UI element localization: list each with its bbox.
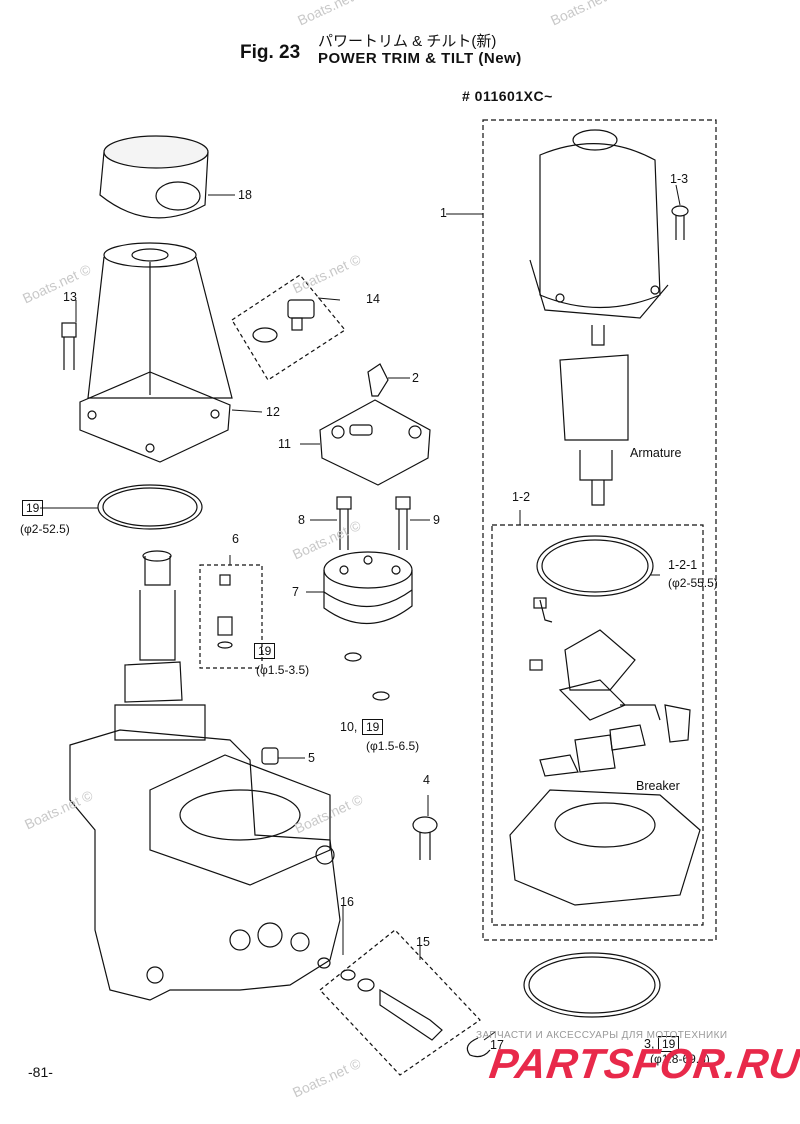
oring-19-top (97, 484, 203, 530)
brush-holder-base (509, 789, 701, 906)
promo-brand-logo: PARTSFOR.RU (486, 1040, 800, 1087)
part-18-cylinder (99, 135, 209, 219)
part-12-reservoir (79, 242, 233, 463)
serial-number: # 011601XC~ (462, 88, 553, 104)
callout-8: 8 (298, 513, 305, 527)
part-14-plug (231, 274, 346, 381)
callout-1: 1 (440, 206, 447, 220)
spec-oring-pump: (φ1.5-6.5) (366, 739, 420, 753)
spec-oring-bottom: (φ1.8-69.6) (650, 1052, 710, 1066)
callout-13: 13 (63, 290, 77, 304)
spec-oring-valve: (φ1.5-3.5) (256, 663, 310, 677)
callout-1-2: 1-2 (512, 490, 531, 504)
part-2 (367, 363, 389, 397)
ref-19-bottom: 19 (658, 1036, 680, 1052)
oring-3 (523, 952, 661, 1018)
callout-2: 2 (412, 371, 419, 385)
title-japanese: パワートリム & チルト(新) (318, 33, 497, 50)
callout-5: 5 (308, 751, 315, 765)
callout-7: 7 (292, 585, 299, 599)
part-4-screw (412, 816, 438, 860)
oring-1-2-1 (536, 535, 654, 597)
callout-6: 6 (232, 532, 239, 546)
figure-number: Fig. 23 (240, 42, 301, 63)
part-5-plug (261, 747, 279, 765)
part-15-valve (319, 929, 481, 1076)
leader-lines (40, 184, 681, 1041)
armature (559, 325, 629, 506)
spec-oring-top: (φ2-52.5) (20, 522, 70, 536)
label-breaker: Breaker (636, 779, 680, 793)
part-1-3-screw (671, 205, 689, 240)
promo-tagline: ЗАПЧАСТИ И АКСЕССУАРЫ ДЛЯ МОТОТЕХНИКИ (476, 1030, 728, 1041)
part-7-pump (323, 551, 413, 625)
ref-19-pump: 19 (362, 719, 384, 735)
part-13-bolt (61, 322, 77, 370)
callout-3: 3, (644, 1037, 655, 1051)
spec-oring-breaker: (φ2-55.5) (668, 576, 718, 590)
callout-10: 10, (340, 720, 358, 734)
base-body (69, 729, 341, 1001)
breaker-parts (529, 597, 691, 777)
ref-19-valve: 19 (254, 643, 276, 659)
callout-14: 14 (366, 292, 380, 306)
part-11-plate (319, 399, 431, 486)
motor-housing (529, 129, 669, 319)
callout-11: 11 (278, 437, 291, 451)
label-armature: Armature (630, 446, 682, 460)
callout-4: 4 (423, 773, 430, 787)
callout-12: 12 (266, 405, 280, 419)
parts-8-9-bolts (336, 496, 411, 550)
breaker-box (491, 524, 704, 926)
callout-1-2-1: 1-2-1 (668, 558, 698, 572)
callout-1-3: 1-3 (670, 172, 689, 186)
ref-19-top: 19 (22, 500, 44, 516)
page-number: -81- (28, 1064, 53, 1080)
main-rod (114, 550, 206, 741)
callout-16: 16 (340, 895, 354, 909)
part-17-clip (466, 1037, 491, 1058)
motor-box (482, 119, 717, 941)
callout-9: 9 (433, 513, 440, 527)
callout-18: 18 (238, 188, 252, 202)
title-english: POWER TRIM & TILT (New) (318, 50, 522, 67)
callout-17: 17 (490, 1038, 504, 1052)
callout-15: 15 (416, 935, 430, 949)
part-16 (317, 957, 331, 969)
part-6-valve (199, 564, 263, 669)
